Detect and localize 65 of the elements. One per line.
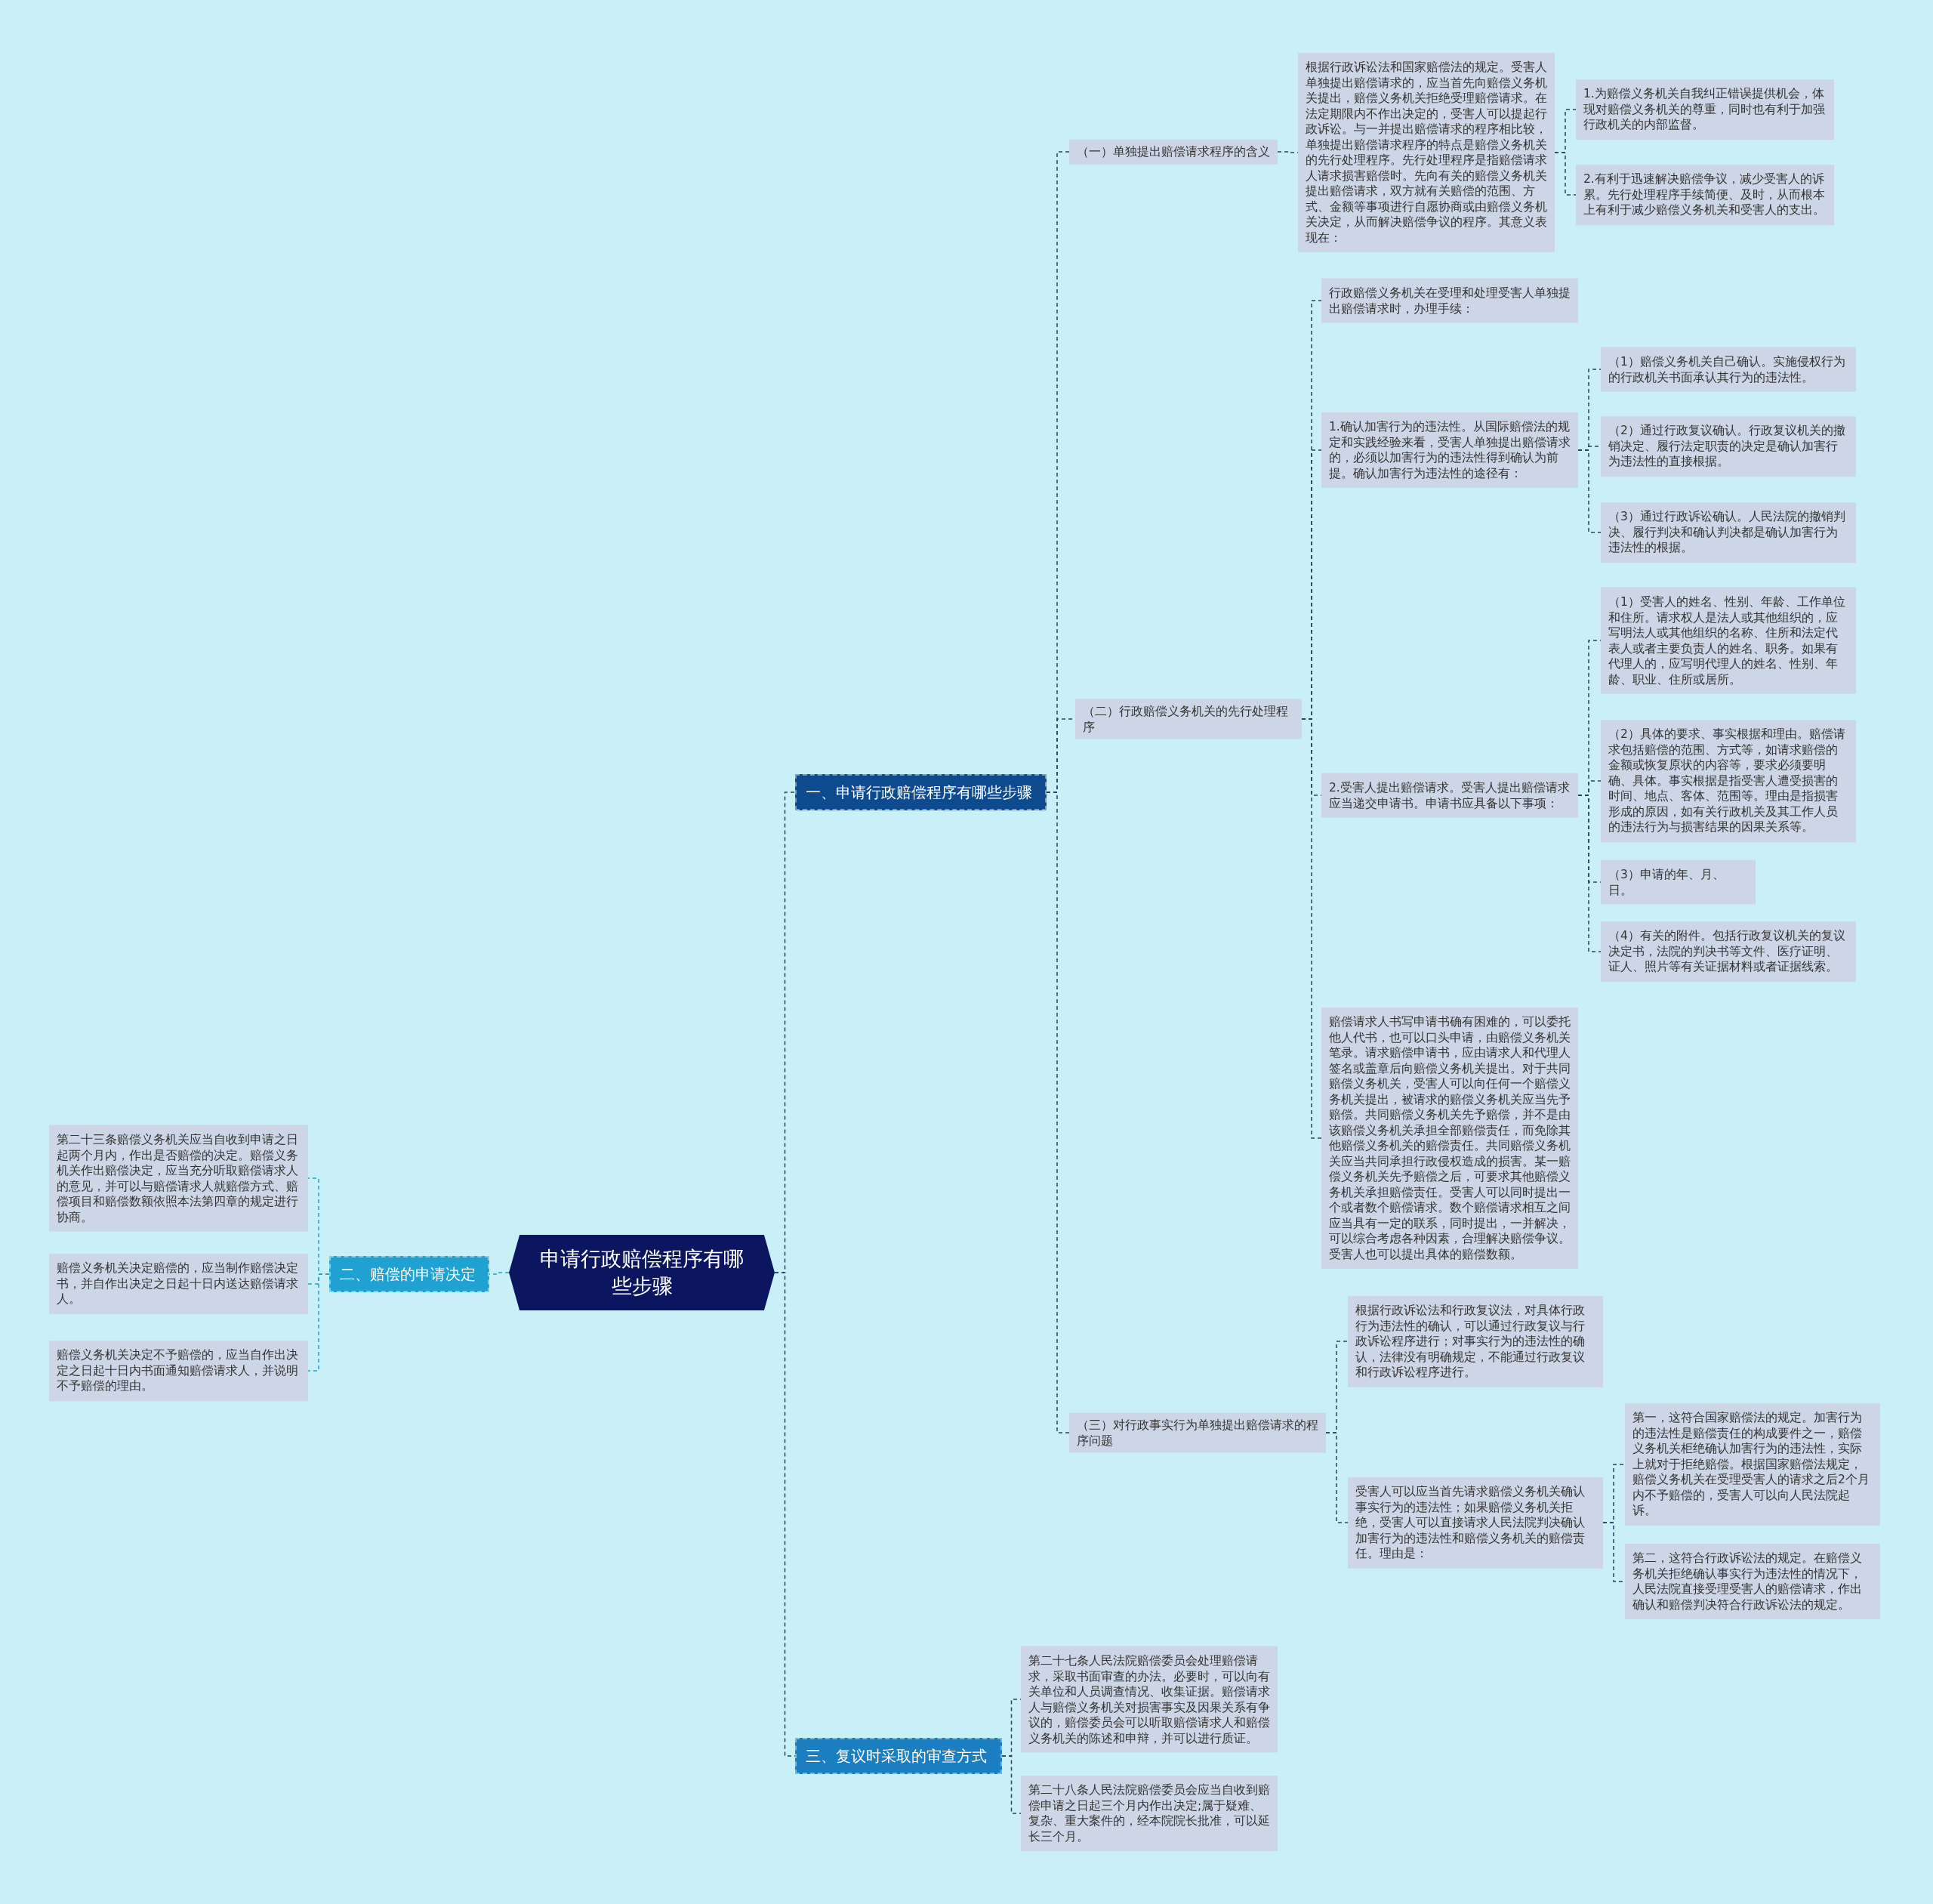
note-card <box>1601 720 1856 842</box>
subtopic-box <box>1069 1412 1326 1453</box>
note-card <box>1576 165 1834 225</box>
note-text: 根据行政诉讼法和国家赔偿法的规定。受害人单独提出赔偿请求的，应当首先向赔偿义务机关提出，赔偿义务机关拒绝受理赔偿请求。在法定期限内不作出决定的，受害人可以提起行政诉讼。与一并提出赔偿请求的程序相比较，单独提出赔偿请求程序的特点是赔偿义务机关的先行处理程序。先行处理程序是指赔偿请求人请求损害赔偿时。先向有关的赔偿义务机关提出赔偿请求，双方就有关赔偿的范围、方式、金额等事项进行自愿协商或由赔偿义务机关决定，从而解决赔偿争议的程序。其意义表现在： <box>1306 60 1547 245</box>
branch-topic <box>795 774 1047 810</box>
note-text: （4）有关的附件。包括行政复议机关的复议决定书，法院的判决书等文件、医疗证明、证人、照片等有关证据材料或者证据线索。 <box>1608 928 1846 975</box>
note-card <box>1576 79 1834 140</box>
topic-label: 三、复议时采取的审查方式 <box>806 1746 988 1766</box>
note-card <box>1348 1295 1603 1387</box>
note-card <box>1321 773 1578 818</box>
note-text: 第一，这符合国家赔偿法的规定。加害行为的违法性是赔偿责任的构成要件之一，赔偿义务机关柜绝确认加害行为的违法性，实际上就对于拒绝赔偿。根据国家赔偿法规定，赔偿义务机关在受理受害人的请求之后2个月内不予赔偿的，受害人可以向人民法院起诉。 <box>1632 1410 1870 1519</box>
note-card <box>1601 502 1856 563</box>
note-card <box>1625 1403 1880 1526</box>
branch-topic <box>795 1738 1002 1774</box>
note-card <box>49 1341 308 1401</box>
note-text: （三）对行政事实行为单独提出赔偿请求的程序问题 <box>1077 1417 1318 1449</box>
connector <box>307 1273 330 1372</box>
topic-label: 申请行政赔偿程序有哪些步骤 <box>539 1246 745 1299</box>
note-text: 2.有利于迅速解决赔偿争议，减少受害人的诉累。先行处理程序手续简便、及时，从而根本上有利于减少赔偿义务机关和受害人的支出。 <box>1583 171 1826 218</box>
note-text: 赔偿义务机关决定赔偿的，应当制作赔偿决定书，并自作出决定之日起十日内送达赔偿请求人。 <box>57 1261 299 1307</box>
note-card <box>1348 1477 1603 1569</box>
note-card <box>1625 1544 1880 1619</box>
subtopic-box <box>1069 139 1278 165</box>
note-text: 2.受害人提出赔偿请求。受害人提出赔偿请求应当递交申请书。申请书应具备以下事项： <box>1329 779 1571 811</box>
note-text: 赔偿义务机关决定不予赔偿的，应当自作出决定之日起十日内书面通知赔偿请求人，并说明不予赔偿的理由。 <box>57 1347 299 1394</box>
central-topic <box>509 1235 775 1310</box>
note-text: 1.确认加害行为的违法性。从国际赔偿法的规定和实践经验来看，受害人单独提出赔偿请求的，必须以加害行为的违法性得到确认为前提。确认加害行为违法性的途径有： <box>1329 419 1571 481</box>
connector <box>1001 1755 1022 1814</box>
note-text: （二）行政赔偿义务机关的先行处理程序 <box>1083 703 1289 735</box>
note-text: 第二，这符合行政诉讼法的规定。在赔偿义务机关拒绝确认事实行为违法性的情况下，人民法院直接受理受害人的赔偿请求，作出确认和赔偿判决符合行政诉讼法的规定。 <box>1632 1551 1863 1612</box>
note-text: （1）赔偿义务机关自己确认。实施侵权行为的行政机关书面承认其行为的违法性。 <box>1608 353 1846 385</box>
note-card <box>1321 278 1578 323</box>
note-text: 第二十三条赔偿义务机关应当自收到申请之日起两个月内，作出是否赔偿的决定。赔偿义务机关作出赔偿决定，应当充分听取赔偿请求人的意见，并可以与赔偿请求人就赔偿方式、赔偿项目和赔偿数额依照本法第四章的规定进行协商。 <box>57 1131 299 1225</box>
note-text: （2）通过行政复议确认。行政复议机关的撤销决定、履行法定职责的决定是确认加害行为违法性的直接根据。 <box>1608 423 1846 470</box>
branch-topic <box>329 1256 489 1292</box>
note-text: 受害人可以应当首先请求赔偿义务机关确认事实行为的违法性；如果赔偿义务机关拒绝，受害人可以直接请求人民法院判决确认加害行为的违法性和赔偿义务机关的赔偿责任。理由是： <box>1355 1483 1586 1562</box>
note-text: 第二十八条人民法院赔偿委员会应当自收到赔偿申请之日起三个月内作出决定;属于疑难、复杂、重大案件的，经本院院长批准，可以延长三个月。 <box>1028 1782 1270 1844</box>
connector <box>1325 1432 1349 1523</box>
note-card <box>1601 416 1856 477</box>
topic-label: 二、赔偿的申请决定 <box>340 1264 476 1284</box>
note-card <box>1601 347 1856 392</box>
note-text: （3）通过行政诉讼确认。人民法院的撤销判决、履行判决和确认判决都是确认加害行为违法性的根据。 <box>1608 509 1846 556</box>
note-card <box>1321 412 1578 488</box>
note-card <box>1601 587 1856 694</box>
topic-label: 一、申请行政赔偿程序有哪些步骤 <box>806 782 1033 802</box>
note-text: （2）具体的要求、事实根据和理由。赔偿请求包括赔偿的范围、方式等，如请求赔偿的金额或恢复原状的内容等，要求必须要明确、具体。事实根据是指受害人遭受损害的时间、地点、客体、范围等。理由是指损害形成的原因，如有关行政机关及其工作人员的违法行为与损害结果的因果关系等。 <box>1608 727 1846 835</box>
connector <box>1554 152 1577 196</box>
connector <box>1577 449 1602 533</box>
note-text: 第二十七条人民法院赔偿委员会处理赔偿请求，采取书面审查的办法。必要时，可以向有关单位和人员调查情况、收集证据。赔偿请求人与赔偿义务机关对损害事实及因果关系有争议的，赔偿委员会可以听取赔偿请求人和赔偿义务机关的陈述和申辩，并可以进行质证。 <box>1028 1652 1270 1746</box>
note-card <box>49 1125 308 1232</box>
note-text: 根据行政诉讼法和行政复议法，对具体行政行为违法性的确认，可以通过行政复议与行政诉讼程序进行；对事实行为的违法性的确认，法律没有明确规定，不能通过行政复议和行政诉讼程序进行。 <box>1355 1302 1586 1381</box>
note-text: 行政赔偿义务机关在受理和处理受害人单独提出赔偿请求时，办理手续： <box>1329 285 1571 316</box>
note-card <box>1021 1646 1278 1753</box>
subtopic-box <box>1075 699 1302 739</box>
note-text: 1.为赔偿义务机关自我纠正错误提供机会，体现对赔偿义务机关的尊重，同时也有利于加强行政机关的内部监督。 <box>1583 86 1826 133</box>
connector <box>1046 792 1070 1433</box>
note-card <box>1021 1776 1278 1851</box>
note-text: 赔偿请求人书写申请书确有困难的，可以委托他人代书，也可以口头申请，由赔偿义务机关笔录。请求赔偿申请书，应由请求人和代理人签名或盖章后向赔偿义务机关提出。对于共同赔偿义务机关，受害人可以向任何一个赔偿义务机关提出，被请求的赔偿义务机关应当先予赔偿。共同赔偿义务机关先予赔偿，并不是由该赔偿义务机关承担全部赔偿责任，而免除其他赔偿义务机关的赔偿责任。共同赔偿义务机关应当共同承担行政侵权造成的损害。某一赔偿义务机关先予赔偿之后，可要求其他赔偿义务机关承担赔偿责任。受害人可以同时提出一个或者数个赔偿请求。数个赔偿请求相互之间应当具有一定的联系，同时提出，一并解决，可以综合考虑各种因素，合理解决赔偿争议。受害人也可以提出具体的赔偿数额。 <box>1329 1014 1571 1262</box>
note-card <box>1601 859 1756 905</box>
note-text: （1）受害人的姓名、性别、年龄、工作单位和住所。请求权人是法人或其他组织的，应写明法人或其他组织的名称、住所和法定代表人或者主要负责人的姓名、职务。如果有代理人的，应写明代理人的姓名、性别、年龄、职业、住所或居所。 <box>1608 594 1846 687</box>
note-card <box>49 1254 308 1314</box>
note-card <box>1601 921 1856 982</box>
note-text: （3）申请的年、月、日。 <box>1608 866 1725 898</box>
connector <box>1577 795 1602 952</box>
note-text: （一）单独提出赔偿请求程序的含义 <box>1077 143 1270 160</box>
